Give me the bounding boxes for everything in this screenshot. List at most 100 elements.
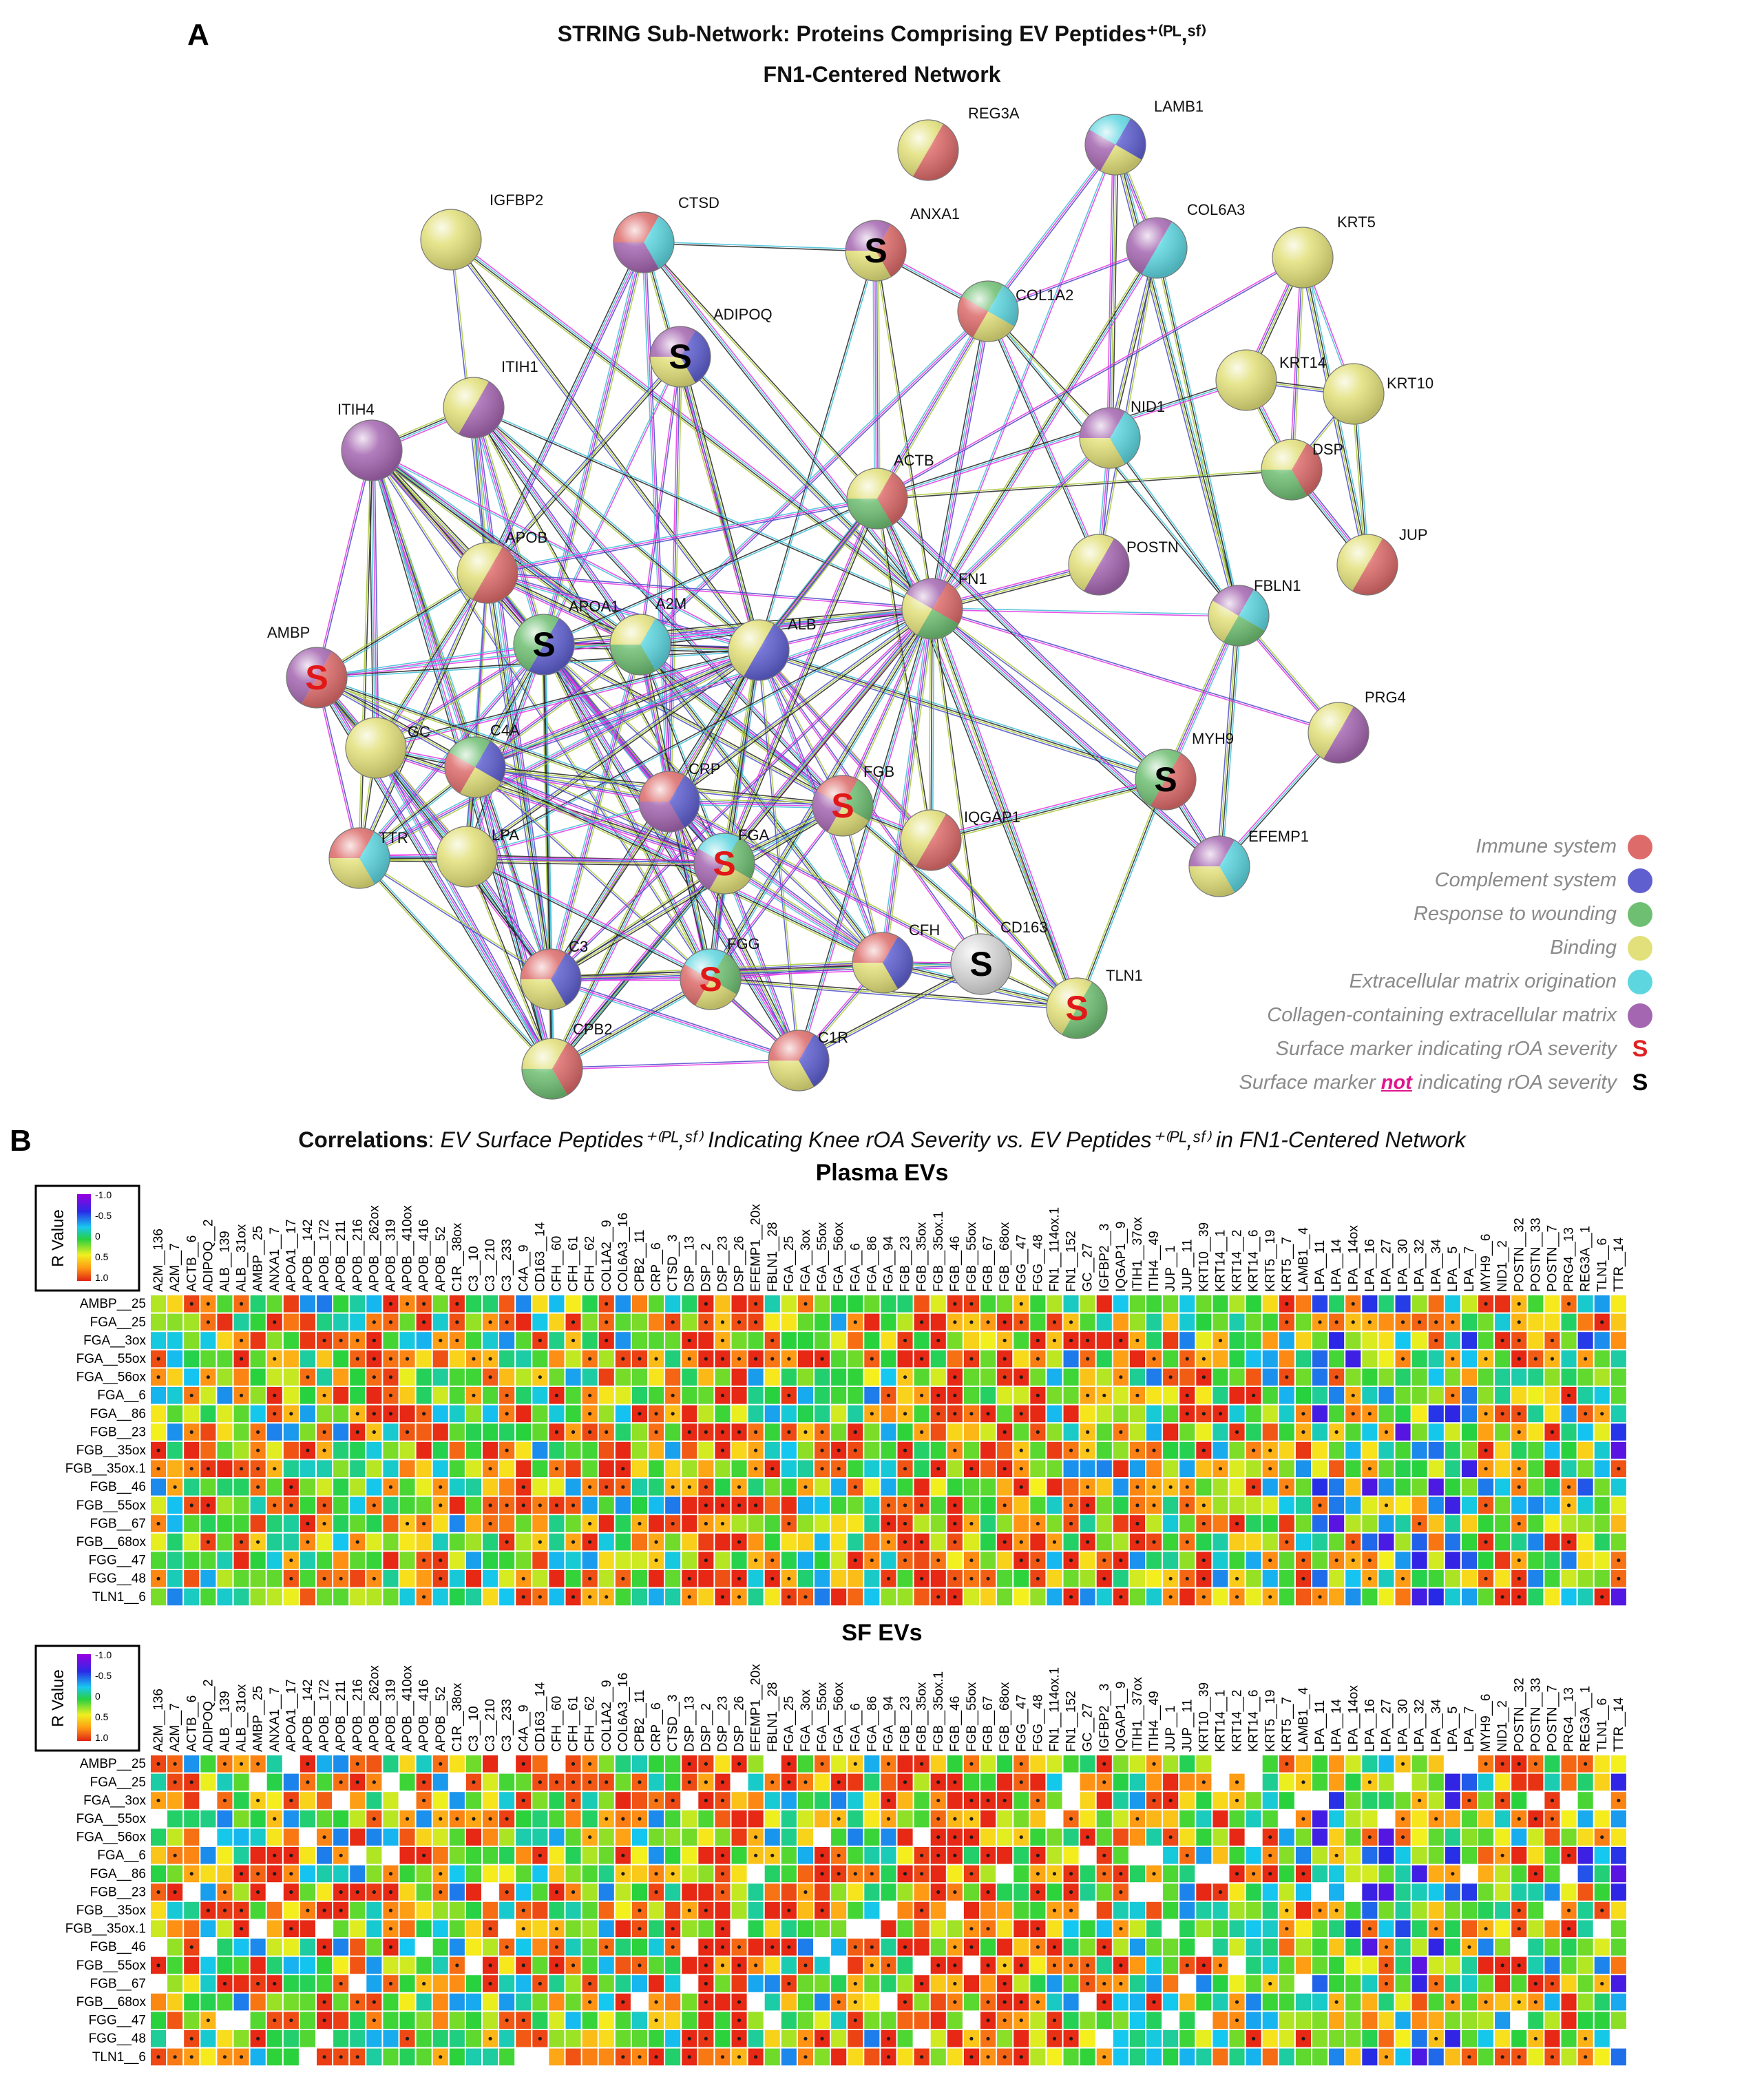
heatmap-cell <box>1461 2012 1477 2029</box>
col-label-ACTB__6: ACTB__6 <box>185 1235 199 1292</box>
heatmap-row <box>151 1332 1626 1349</box>
node-JUP[interactable]: JUP <box>1336 526 1428 596</box>
heatmap-cell <box>449 1901 465 1919</box>
heatmap-cell <box>997 1865 1013 1883</box>
node-NID1[interactable]: NID1 <box>1079 398 1165 469</box>
significance-dot <box>189 1430 193 1434</box>
node-C4A[interactable]: C4A <box>444 722 520 798</box>
node-CTSD[interactable]: CTSD <box>613 194 720 273</box>
heatmap-cell <box>1196 1313 1212 1331</box>
significance-dot <box>439 1817 443 1821</box>
heatmap-cell <box>565 1479 581 1496</box>
heatmap-cell <box>366 1515 382 1532</box>
node-IGFBP2[interactable]: IGFBP2 <box>420 191 543 271</box>
heatmap-cell <box>1610 1883 1626 1901</box>
heatmap-cell <box>366 1975 382 1992</box>
node-PRG4[interactable]: PRG4 <box>1308 689 1406 764</box>
heatmap-row <box>151 2030 1626 2047</box>
heatmap-cell <box>615 1295 631 1313</box>
significance-dot <box>538 1853 542 1857</box>
heatmap-cell <box>283 1901 299 1919</box>
node-COL1A2[interactable]: COL1A2 <box>957 280 1073 342</box>
node-ACTB[interactable]: ACTB <box>846 452 934 530</box>
heatmap-cell <box>151 1332 167 1349</box>
heatmap-cell <box>432 1368 448 1386</box>
node-LAMB1[interactable]: LAMB1 <box>1084 98 1204 176</box>
node-TTR[interactable]: TTR <box>328 827 408 889</box>
heatmap-cell <box>980 1295 996 1313</box>
node-GC[interactable]: GC <box>345 717 430 779</box>
heatmap-cell <box>598 1515 614 1532</box>
node-C1R[interactable]: C1R <box>768 1029 848 1092</box>
node-LPA[interactable]: LPA <box>436 826 519 888</box>
significance-dot <box>256 1798 260 1803</box>
heatmap-cell <box>864 1570 880 1587</box>
col-label-FGA__6: FGA__6 <box>848 1243 863 1292</box>
significance-dot <box>1484 1576 1488 1580</box>
heatmap-cell <box>1047 1847 1062 1864</box>
node-ITIH1[interactable]: ITIH1 <box>443 358 538 439</box>
heatmap-cell <box>1146 1773 1162 1791</box>
significance-dot <box>538 2036 542 2041</box>
heatmap-cell <box>1329 1939 1345 1956</box>
significance-dot <box>1052 1540 1057 1544</box>
node-ITIH4[interactable]: ITIH4 <box>337 401 403 481</box>
node-C3[interactable]: C3 <box>520 938 588 1010</box>
node-ALB[interactable]: ALB <box>728 616 817 681</box>
node-FN1[interactable]: FN1 <box>901 570 987 640</box>
heatmap-cell <box>598 1441 614 1459</box>
heatmap-cell <box>1229 1939 1245 1956</box>
significance-dot <box>621 1576 625 1580</box>
node-FBLN1[interactable]: FBLN1 <box>1208 577 1301 647</box>
node-APOB[interactable]: APOB <box>456 529 547 604</box>
node-CRP[interactable]: CRP <box>638 760 720 833</box>
node-EFEMP1[interactable]: EFEMP1 <box>1188 828 1309 897</box>
node-REG3A[interactable]: REG3A <box>897 105 1020 181</box>
row-label-TLN1__6: TLN1__6 <box>92 1590 146 1605</box>
significance-dot <box>1135 1540 1140 1544</box>
node-COL6A3[interactable]: COL6A3 <box>1126 201 1245 279</box>
heatmap-cell <box>1262 1496 1278 1514</box>
heatmap-cell <box>333 2012 349 2029</box>
col-label-FGB__23: FGB__23 <box>899 1236 913 1292</box>
node-IQGAP1[interactable]: IQGAP1 <box>900 808 1020 871</box>
col-label-ANXA1__7: ANXA1__7 <box>268 1227 282 1292</box>
heatmap-cell <box>1080 1901 1095 1919</box>
heatmap-cell <box>1014 1792 1029 1809</box>
significance-dot <box>920 1540 924 1544</box>
node-CFH[interactable]: CFH <box>852 921 940 994</box>
heatmap-cell <box>947 2030 963 2047</box>
legend-not-emphasis: not <box>1380 1072 1412 1094</box>
node-KRT5[interactable]: KRT5 <box>1272 213 1376 289</box>
heatmap-cell <box>1295 1883 1311 1901</box>
node-POSTN[interactable]: POSTN <box>1068 534 1179 596</box>
edge-ACTB-APOA1 <box>543 497 878 646</box>
node-CPB2[interactable]: CPB2 <box>521 1021 612 1100</box>
node-A2M[interactable]: A2M <box>609 595 686 676</box>
col-label-APOB__319: APOB__319 <box>384 1679 398 1752</box>
heatmap-cell <box>864 1313 880 1331</box>
significance-dot <box>687 2036 691 2041</box>
node-KRT10[interactable]: KRT10 <box>1323 363 1434 425</box>
heatmap-cell <box>1229 2048 1245 2066</box>
heatmap-cell <box>1411 1496 1427 1514</box>
surface-marker-FGA: S <box>713 844 735 883</box>
significance-dot <box>405 1521 410 1526</box>
node-DSP[interactable]: DSP <box>1261 439 1343 501</box>
edge-APOA1-GC <box>375 643 545 750</box>
node-KRT14[interactable]: KRT14 <box>1215 349 1326 411</box>
edge-IGFBP2-FN1 <box>449 237 934 612</box>
heatmap-cell <box>980 1901 996 1919</box>
heatmap-cell <box>698 1920 714 1937</box>
heatmap-cell <box>1577 1865 1593 1883</box>
